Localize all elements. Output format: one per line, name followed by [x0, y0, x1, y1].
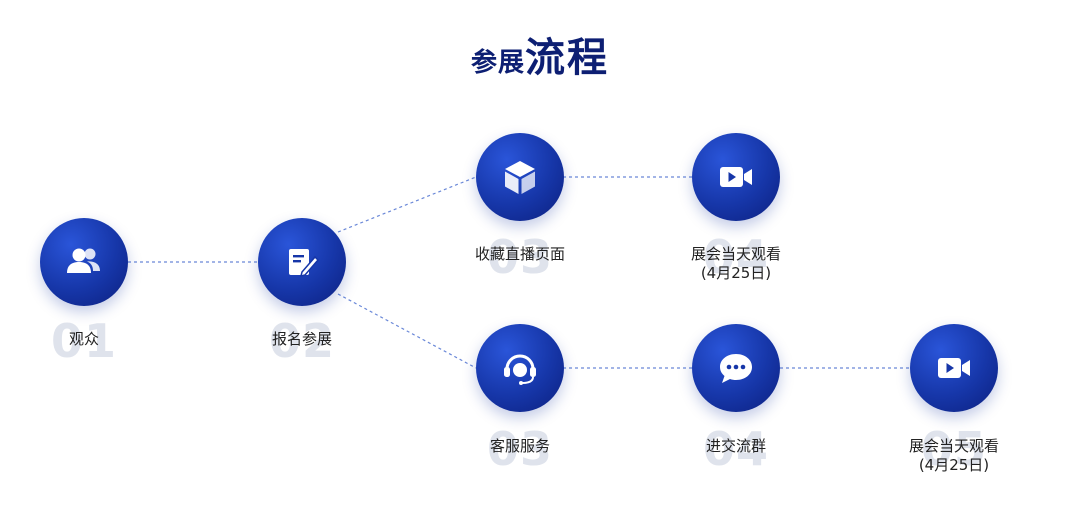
step-04b-label: 进交流群: [705, 437, 766, 455]
step-05-circle: [910, 324, 998, 412]
step-03a-label: 收藏直播页面: [474, 245, 565, 263]
step-03b-node: [476, 324, 564, 412]
step-03b-circle: [476, 324, 564, 412]
title-part1: 参展: [470, 48, 525, 78]
step-04a-number: 04: [702, 230, 769, 284]
page-title: 参展流程: [0, 30, 1080, 86]
cube-icon: [505, 161, 535, 194]
step-02-circle: [258, 218, 346, 306]
video-camera-icon: [938, 358, 970, 378]
step-04a-node: [692, 133, 780, 221]
video-camera-icon: [720, 167, 752, 187]
title-part2: 流程: [525, 34, 609, 81]
step-03b-label: 客服服务: [489, 437, 550, 455]
connector-02-03b: [337, 293, 477, 369]
step-04a-label-main: 展会当天观看: [690, 245, 781, 263]
step-04a-label: 展会当天观看 (4月25日): [636, 245, 836, 283]
step-02-label: 报名参展: [271, 330, 332, 348]
headset-icon: [504, 354, 536, 385]
step-02-number: 02: [268, 314, 335, 368]
step-02-node: [258, 218, 346, 306]
step-03b-number: 03: [486, 422, 553, 476]
step-01-label: 观众: [68, 330, 99, 348]
step-03a-circle: [476, 133, 564, 221]
step-05-label: 展会当天观看 (4月25日): [854, 437, 1054, 475]
step-04a-circle: [692, 133, 780, 221]
step-04b-number: 04: [702, 422, 769, 476]
step-05-number: 05: [920, 422, 987, 476]
connector-02-03a: [337, 176, 477, 233]
edit-form-icon: [289, 249, 320, 278]
step-04a-label-date: (4月25日): [700, 264, 772, 282]
step-04b-circle: [692, 324, 780, 412]
chat-bubble-icon: [720, 354, 752, 383]
step-01-number: 01: [50, 314, 117, 368]
step-05-node: [910, 324, 998, 412]
step-01-node: [40, 218, 128, 306]
step-05-label-main: 展会当天观看: [908, 437, 999, 455]
step-05-label-date: (4月25日): [918, 456, 990, 474]
step-04b-node: [692, 324, 780, 412]
step-03a-node: [476, 133, 564, 221]
step-03a-number: 03: [486, 230, 553, 284]
step-01-circle: [40, 218, 128, 306]
users-icon: [67, 248, 100, 273]
